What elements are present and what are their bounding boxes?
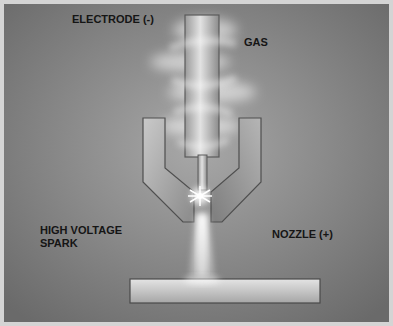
background (4, 4, 389, 322)
electrode-tip (198, 155, 207, 190)
spark (188, 186, 212, 206)
part-label: GAS (244, 36, 268, 49)
nozzle (211, 118, 261, 222)
part-label: HIGH VOLTAGE SPARK (40, 224, 136, 250)
plasma-jet (198, 214, 206, 276)
plasma-jet (190, 214, 214, 277)
nozzle (143, 118, 194, 222)
cut-glow (184, 276, 220, 284)
part-label: ELECTRODE (-) (72, 13, 154, 26)
workpiece (130, 279, 320, 303)
part-label: NOZZLE (+) (272, 228, 333, 241)
gas-swirl (170, 41, 236, 147)
